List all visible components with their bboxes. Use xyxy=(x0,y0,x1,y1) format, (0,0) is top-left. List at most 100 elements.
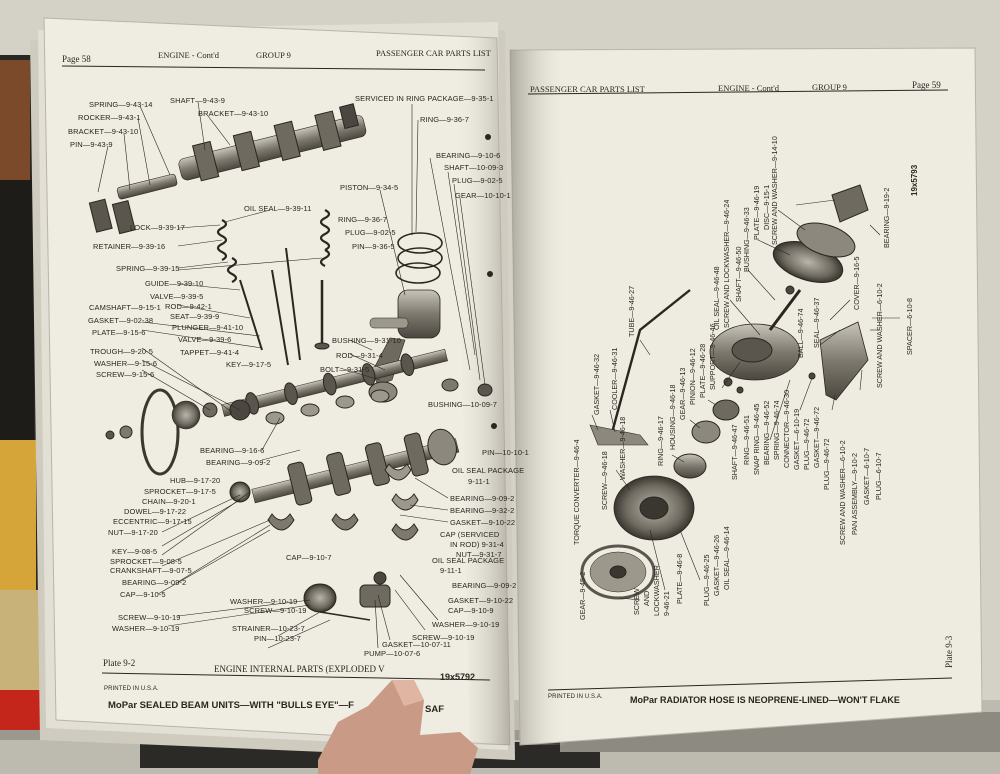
part-label: OIL SEAL—9-39-11 xyxy=(244,204,312,213)
part-label: GASKET—9-46-26 xyxy=(712,534,721,596)
part-label: PLUG—9-46-72 xyxy=(802,418,811,470)
part-label: PLUG—9-02-5 xyxy=(345,228,396,237)
part-label: SNAP RING—9-46-45 xyxy=(752,403,761,475)
part-label: CONNECTOR—9-46-30 xyxy=(782,389,791,468)
part-label: 9-46-21 xyxy=(662,591,671,616)
part-label: HUB—9-17-20 xyxy=(170,476,221,485)
part-label: SUPPORT—9-46-46 xyxy=(708,323,717,390)
part-label: GEAR—9-45-2 xyxy=(578,571,587,620)
part-label: GASKET—9-10-22 xyxy=(448,596,514,605)
part-label: SERVICED IN RING PACKAGE—9-35-1 xyxy=(355,94,494,103)
part-label: GASKET—9-02-38 xyxy=(88,316,154,325)
part-label: WASHER—9-10-19 xyxy=(230,597,298,606)
part-label: RING—9-46-17 xyxy=(656,416,665,466)
part-label: RING—9-36-7 xyxy=(420,115,470,124)
part-label: PIN—10-10-1 xyxy=(482,448,529,457)
part-label: PLUG—6-10-7 xyxy=(874,452,883,500)
part-label: CAP—9-10-5 xyxy=(120,590,166,599)
part-label: NUT—9-31-7 xyxy=(456,550,502,559)
part-label: SPROCKET—9-08-5 xyxy=(110,557,182,566)
part-label: NUT—9-17-20 xyxy=(108,528,158,537)
part-label: PLATE—9-46-28 xyxy=(698,343,707,398)
part-label: PINION—9-46-12 xyxy=(688,348,697,405)
part-label: PLUG—9-46-25 xyxy=(702,554,711,606)
part-label: SHAFT—9-43-9 xyxy=(170,96,225,105)
part-label: 9-11-1 xyxy=(440,566,462,575)
right-plate-label: Plate 9-3 xyxy=(944,635,954,668)
part-label: CAMSHAFT—9-15-1 xyxy=(89,303,161,312)
part-label: CRANKSHAFT—9-07-5 xyxy=(110,566,192,575)
part-label: SPRING—9-43-14 xyxy=(89,100,153,109)
part-label: OIL SEAL PACKAGE xyxy=(452,466,525,475)
part-label: GEAR—9-46-13 xyxy=(678,367,687,420)
part-label: BRACKET—9-43-10 xyxy=(198,109,269,118)
part-label: KEY—9-08-5 xyxy=(112,547,158,556)
part-label: CAP—9-10-7 xyxy=(286,553,332,562)
right-group: GROUP 9 xyxy=(812,82,847,92)
part-label: CAP—9-10-9 xyxy=(448,606,494,615)
part-label: BEARING—9-09-2 xyxy=(452,581,517,590)
left-section: ENGINE - Cont'd xyxy=(158,50,220,60)
part-label: TROUGH—9-20-5 xyxy=(90,347,153,356)
part-label: GASKET—6-10-7 xyxy=(862,447,871,505)
right-section: ENGINE - Cont'd xyxy=(718,83,780,93)
left-plate-label: Plate 9-2 xyxy=(103,658,136,668)
part-label: SPACER—6-10-8 xyxy=(905,298,914,355)
left-caption: ENGINE INTERNAL PARTS (EXPLODED V xyxy=(214,664,385,674)
part-label: ROD—9-42-1 xyxy=(165,302,212,311)
part-label: BOLT—9-31-5 xyxy=(320,365,370,374)
part-label: VALVE—9-39-6 xyxy=(178,335,232,344)
right-exploded-drawing xyxy=(580,184,900,601)
part-label: GASKET—10-07-11 xyxy=(382,640,451,649)
right-drawing-number: 19x5793 xyxy=(910,164,919,196)
part-label: SCREW AND WASHER—6-10-2 xyxy=(875,283,884,388)
part-label: SCREW—9-10-19 xyxy=(412,633,475,642)
part-label: SEAT—9-39-9 xyxy=(170,312,220,321)
left-footer-slogan: MoPar SEALED BEAM UNITS—WITH "BULLS EYE"… xyxy=(108,700,354,711)
left-drawing-number: 19x5792 xyxy=(440,672,476,682)
right-footer-slogan: MoPar RADIATOR HOSE IS NEOPRENE-LINED—WO… xyxy=(630,695,900,705)
part-label: VALVE—9-39-5 xyxy=(150,292,204,301)
part-label: CHAIN—9-20-1 xyxy=(142,497,196,506)
part-label: BEARING—9-10-6 xyxy=(436,151,501,160)
part-label: PIN—10-23-7 xyxy=(254,634,301,643)
part-label: BEARING—9-46-52 xyxy=(762,400,771,465)
part-label: BEARING—9-09-2 xyxy=(122,578,187,587)
part-label: OIL SEAL PACKAGE xyxy=(432,556,505,565)
part-label: BUSHING—10-09-7 xyxy=(428,400,498,409)
left-exploded-drawing xyxy=(88,101,493,649)
part-label: GASKET—6-10-19 xyxy=(792,408,801,470)
part-label: OIL SEAL—9-46-14 xyxy=(722,526,731,590)
right-page-number: Page 59 xyxy=(912,80,941,90)
part-label: SCREW—9-46-18 xyxy=(600,451,609,510)
part-label: BEARING—9-09-2 xyxy=(206,458,271,467)
part-label: AND xyxy=(642,590,651,606)
part-label: PUMP—10-07-6 xyxy=(364,649,421,658)
part-label: PISTON—9-34-5 xyxy=(340,183,399,192)
part-label: PIN—9-36-5 xyxy=(352,242,395,251)
part-label: TUBE—9-46-27 xyxy=(627,285,636,337)
part-label: OIL SEAL—9-46-48 xyxy=(712,266,721,330)
left-page-number: Page 58 xyxy=(62,54,91,64)
part-label: PLUNGER—9-41-10 xyxy=(172,323,244,332)
part-label: WASHER—9-10-19 xyxy=(112,624,180,633)
part-label: SCREW xyxy=(632,588,641,615)
part-label: SCREW—9-15-6 xyxy=(96,370,155,379)
part-label: CAP (SERVICED xyxy=(440,530,500,539)
part-label: PLUG—9-02-5 xyxy=(452,176,503,185)
part-label: ECCENTRIC—9-17-15 xyxy=(113,517,192,526)
part-label: TORQUE CONVERTER—9-46-4 xyxy=(572,439,581,545)
part-label: SCREW AND WASHER—6-10-2 xyxy=(838,440,847,545)
part-label: DOWEL—9-17-22 xyxy=(124,507,187,516)
part-label: TAPPET—9-41-4 xyxy=(180,348,240,357)
part-label: RING—9-36-7 xyxy=(338,215,388,224)
right-printed-in: PRINTED IN U.S.A. xyxy=(548,694,603,700)
part-label: SHAFT—10-09-3 xyxy=(444,163,504,172)
left-group: GROUP 9 xyxy=(256,50,291,60)
part-label: BEARING—9-16-6 xyxy=(200,446,265,455)
part-label: WASHER—9-10-19 xyxy=(432,620,500,629)
part-label: RING—9-46-51 xyxy=(742,415,751,465)
part-label: SCREW AND WASHER—9-14-10 xyxy=(770,136,779,245)
part-label: LOCK—9-39-17 xyxy=(130,223,185,232)
